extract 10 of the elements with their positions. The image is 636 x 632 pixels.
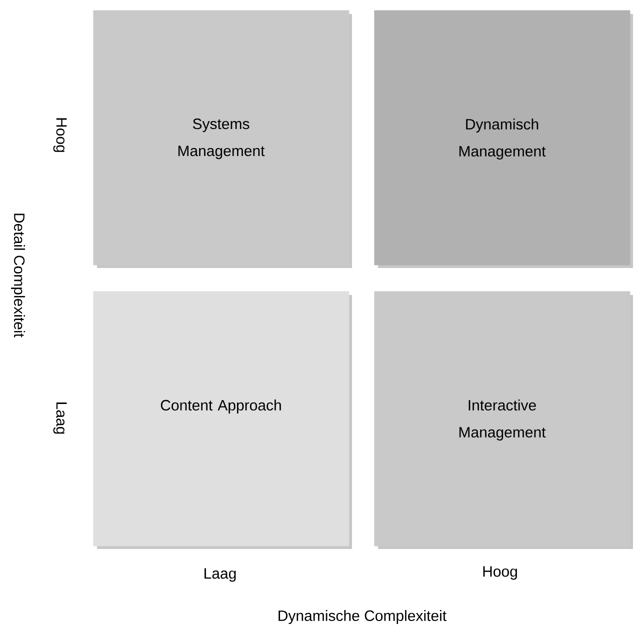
quadrant-box: Dynamisch Management <box>374 10 633 268</box>
axis-title: Dynamische Complexiteit <box>278 610 446 624</box>
axis-level-label: Hoog <box>483 566 517 580</box>
quadrant-box: Interactive Management <box>374 291 633 549</box>
quadrant-box: Content Approach <box>93 291 352 549</box>
axis-level-label: Laag <box>204 568 236 582</box>
quadrant-box: Systems Management <box>93 10 352 268</box>
axis-level-label: Hoog <box>53 118 67 152</box>
axis-level-label: Laag <box>53 402 67 434</box>
axis-title: Detail Complexiteit <box>11 214 25 338</box>
